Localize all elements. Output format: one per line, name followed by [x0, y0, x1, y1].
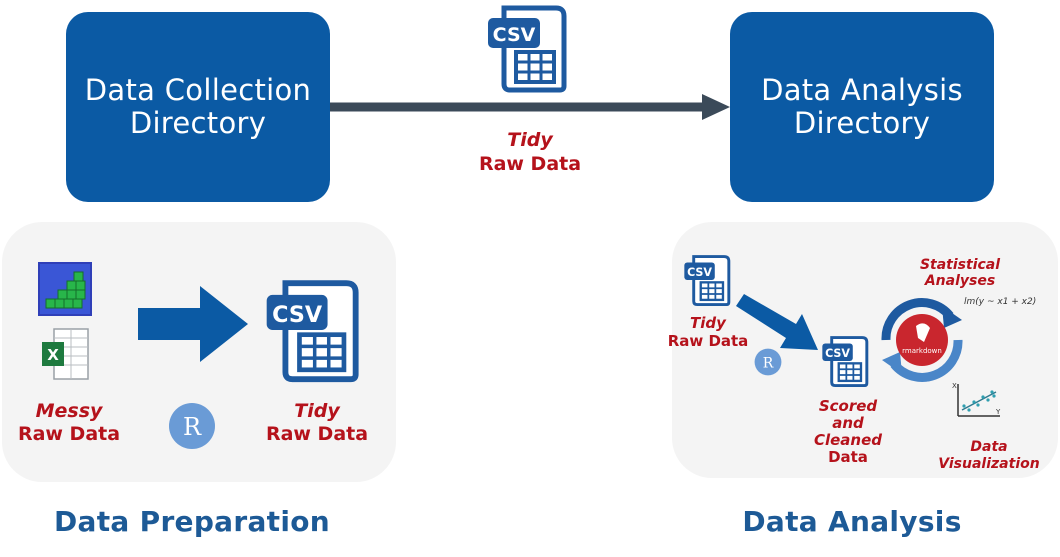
r-logo-icon-small: R: [754, 348, 782, 376]
r-logo-icon: R: [169, 403, 215, 449]
excel-icon-letter: X: [47, 346, 59, 364]
prep-blue-arrow: [138, 286, 248, 362]
analysis-title-line1: Data Analysis: [761, 73, 963, 107]
messy-raw-data-label: Messy Raw Data: [17, 400, 121, 445]
csv-file-icon-analysis-input: CSV: [684, 255, 731, 307]
csv-file-icon-top: CSV: [488, 5, 567, 93]
analysis-diagonal-arrow: [736, 294, 818, 350]
csv-icon-text: CSV: [272, 302, 323, 328]
csv-icon-text: CSV: [493, 24, 536, 46]
analysis-tidy-raw-data-label: Tidy Raw Data: [667, 314, 749, 350]
statistical-analyses-label: Statistical Analyses: [919, 257, 1001, 289]
collection-title-line1: Data Collection: [84, 73, 312, 107]
csv-icon-text: CSV: [825, 347, 850, 360]
stacked-data-icon: [38, 262, 92, 316]
rmarkdown-cycle-icon: rmarkdown: [881, 298, 963, 382]
csv-icon-text: CSV: [687, 266, 712, 279]
csv-file-icon-prep: CSV: [266, 280, 359, 383]
axis-x-label: Y: [995, 408, 1001, 416]
data-analysis-directory-box: Data Analysis Directory: [730, 12, 994, 202]
data-preparation-title: Data Preparation: [53, 505, 331, 538]
analysis-title-line2: Directory: [793, 106, 931, 140]
top-tidy-raw-data-label: Tidy Raw Data: [478, 129, 582, 175]
excel-file-icon: X: [42, 328, 89, 380]
r-logo-letter: R: [183, 413, 202, 441]
regression-formula: lm(y ~ x1 + x2): [964, 297, 1037, 307]
rmarkdown-icon-text: rmarkdown: [902, 347, 942, 355]
scored-cleaned-data-label: Scored and Cleaned Data: [813, 397, 883, 466]
r-logo-letter: R: [763, 355, 774, 371]
data-collection-directory-box: Data Collection Directory: [66, 12, 330, 202]
scatter-plot-icon: X Y: [952, 382, 1001, 417]
data-visualization-label: Data Visualization: [938, 439, 1040, 472]
axis-y-label: X: [952, 382, 957, 390]
data-analysis-title: Data Analysis: [742, 505, 962, 538]
csv-file-icon-scored: CSV: [822, 336, 869, 388]
collection-title-line2: Directory: [129, 106, 267, 140]
prep-tidy-raw-data-label: Tidy Raw Data: [265, 400, 369, 445]
